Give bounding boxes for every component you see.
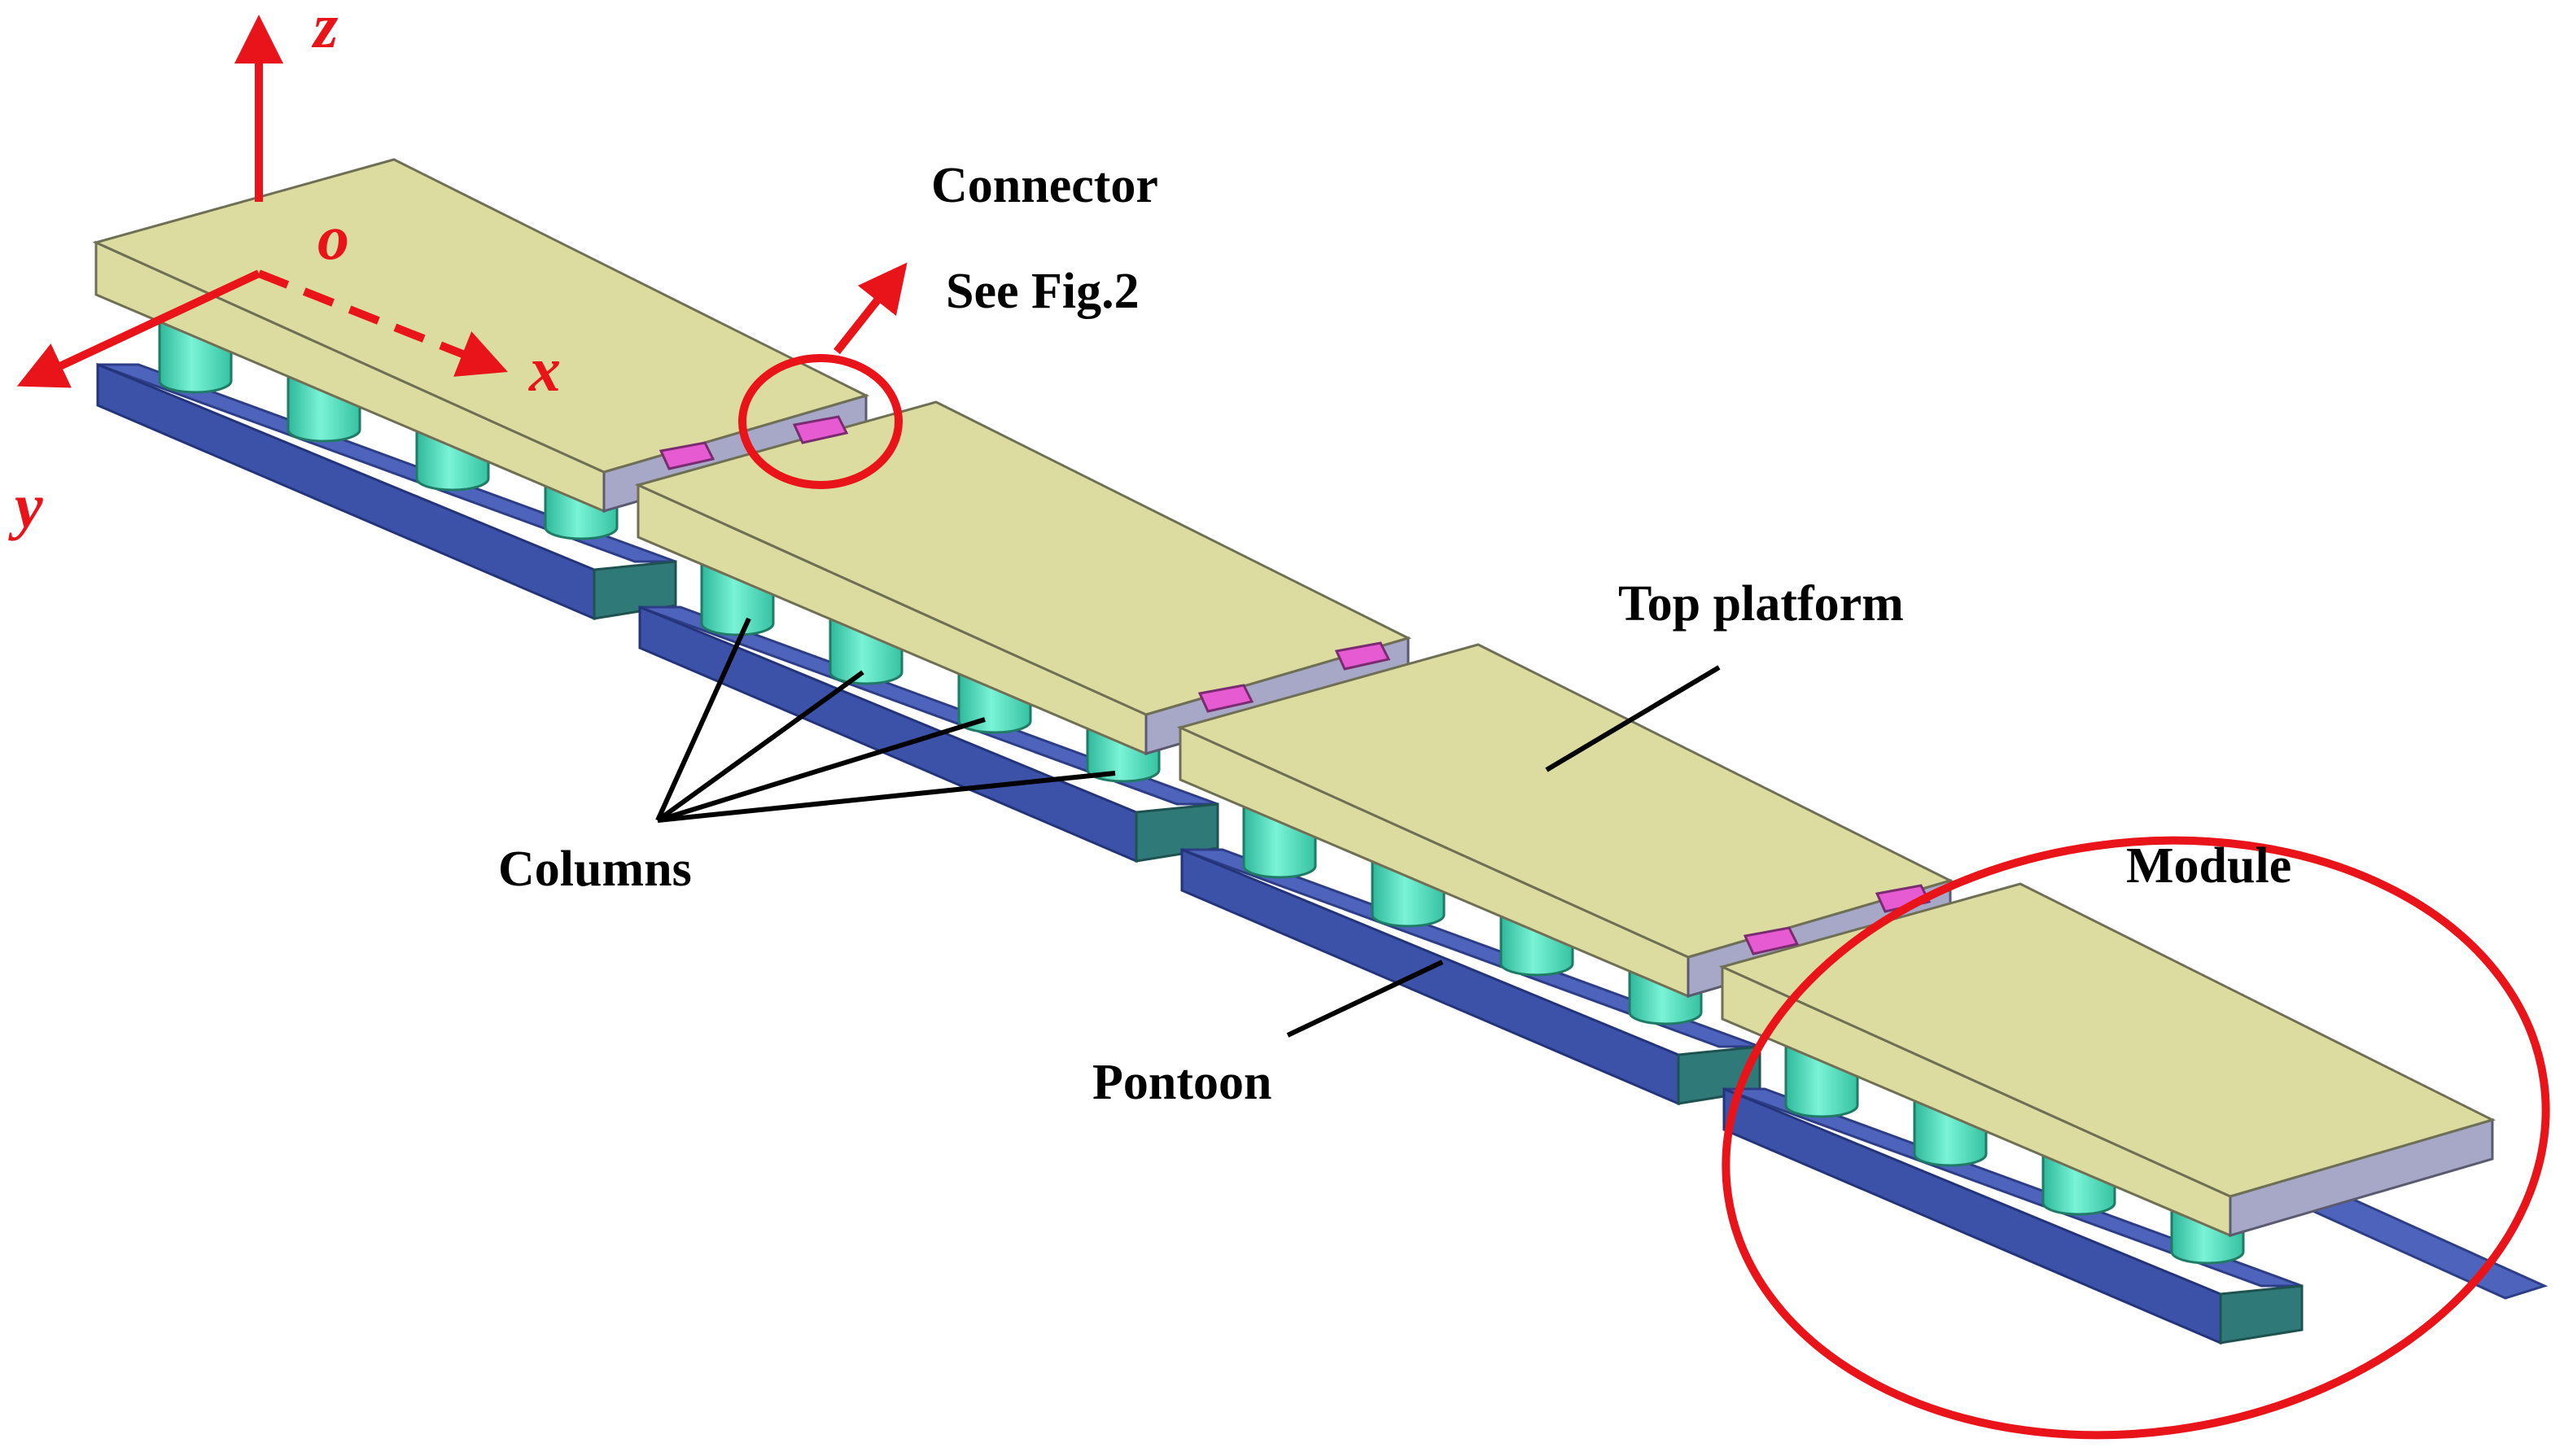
pontoon-callout: Pontoon	[1092, 960, 1444, 1110]
connector-3b	[1875, 884, 1932, 913]
connector-2a	[1197, 684, 1254, 713]
pontoon-end	[1135, 802, 1219, 863]
module-callout: Module	[1722, 836, 2550, 1440]
top-platform-callout: Top platform	[1545, 576, 1904, 772]
y-axis-arrow	[16, 269, 261, 388]
connector-1a	[659, 441, 715, 470]
modules-group	[92, 158, 2549, 1345]
module-highlight-circle	[1722, 836, 2550, 1440]
top-platform-leader	[1545, 665, 1721, 772]
platform-top-face	[1718, 882, 2496, 1198]
connector-1b	[792, 415, 849, 444]
columns-label: Columns	[498, 842, 692, 897]
connector-highlight-circle	[738, 354, 903, 489]
connector-2b	[1334, 641, 1391, 671]
y-axis-label: y	[8, 470, 43, 541]
columns-leader-2	[656, 670, 864, 823]
columns-leader-4	[657, 771, 1116, 823]
connector-label: Connector	[931, 158, 1158, 213]
z-axis-label: z	[311, 0, 339, 61]
module-label: Module	[2126, 838, 2291, 894]
top-platform-label: Top platform	[1618, 576, 1904, 632]
connector-3a	[1743, 926, 1800, 955]
connector-callout-arrow	[834, 262, 908, 355]
connectors-group	[659, 415, 1932, 955]
columns-leader-1	[655, 617, 751, 822]
pontoon-leader	[1286, 960, 1444, 1038]
connector-callout: Connector See Fig.2	[738, 158, 1158, 489]
columns-leader-3	[657, 717, 986, 823]
platform-top-face	[1176, 643, 1954, 959]
x-axis-arrow	[257, 269, 508, 377]
pontoon-end	[2219, 1284, 2304, 1345]
coordinate-axes: z o x y	[8, 0, 561, 541]
platform-top-face	[92, 158, 870, 474]
columns-callout: Columns	[498, 617, 1116, 897]
pontoon-end	[593, 560, 677, 620]
x-axis-label: x	[528, 334, 561, 404]
pontoon-label: Pontoon	[1092, 1055, 1271, 1110]
see-fig-label: See Fig.2	[946, 264, 1140, 319]
module-4	[1718, 882, 2549, 1345]
origin-label: o	[317, 202, 349, 273]
